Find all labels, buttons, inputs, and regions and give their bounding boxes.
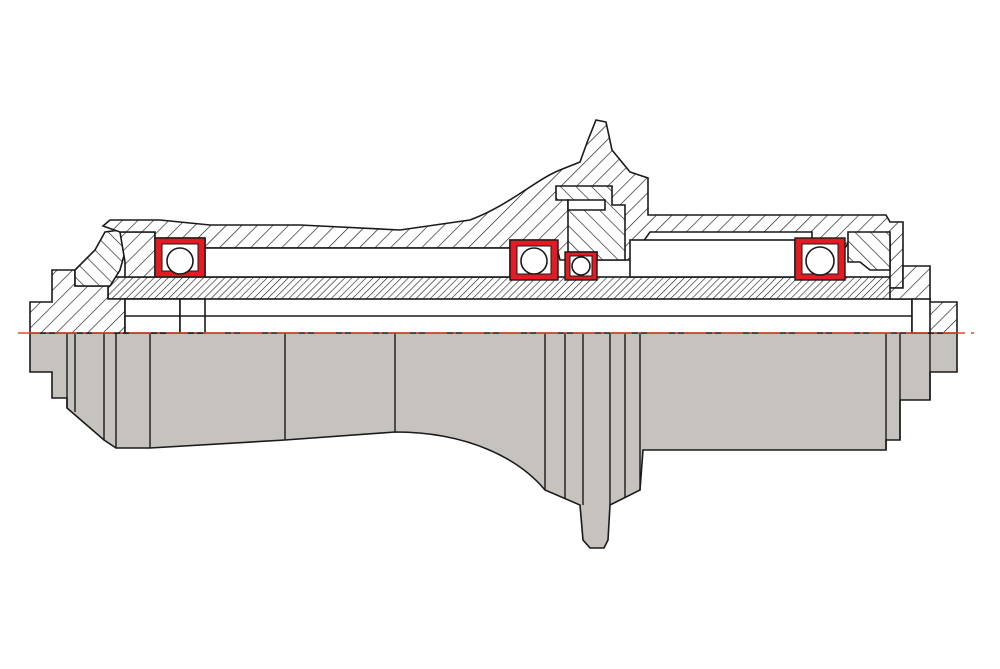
right-axle-end [911,298,931,334]
bearing-3 [564,251,598,281]
right-seal-ring [847,231,891,271]
bearing-ball [166,247,194,275]
bearing-2 [509,239,559,281]
bearing-1 [154,237,206,278]
bearing-4 [794,237,846,281]
bearing-ball [805,246,835,276]
hub-inner-bore [204,247,511,278]
hub-inner-bore-right [629,239,796,278]
bearing-ball [520,247,548,275]
bearing-ball [571,256,591,276]
exterior-view-lower-half [29,332,958,549]
flange-groove [567,199,606,211]
cross-section-upper-half [29,119,958,334]
left-seal-ring [119,231,156,278]
hub-body-exterior [29,332,958,549]
